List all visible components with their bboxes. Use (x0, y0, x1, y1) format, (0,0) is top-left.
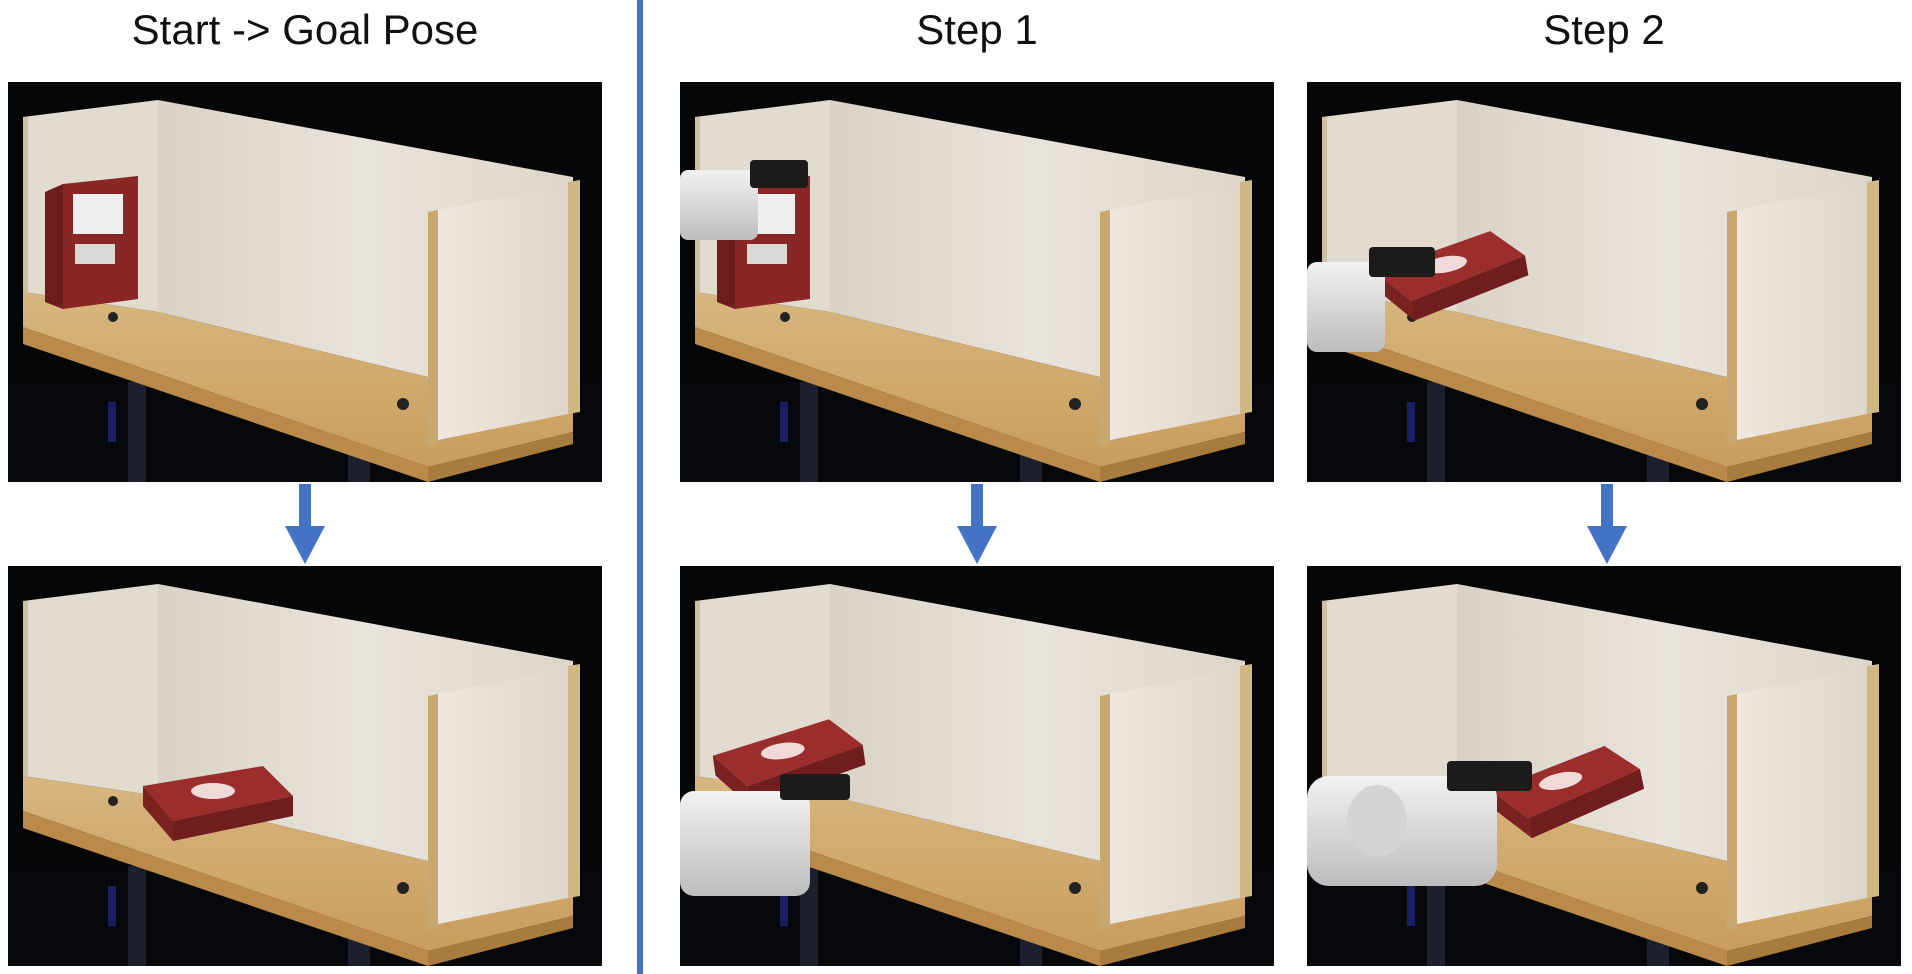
title-step-2: Step 2 (1543, 6, 1665, 53)
photo-start-pose (8, 82, 602, 482)
title-step-1: Step 1 (916, 6, 1038, 53)
robot-gripper-icon (1307, 761, 1532, 886)
robot-gripper-icon (1307, 247, 1435, 352)
column-divider (637, 0, 643, 974)
down-arrow-icon (1587, 484, 1627, 564)
down-arrow-icon (285, 484, 325, 564)
photo-step1-start (680, 82, 1274, 482)
photo-goal-pose (8, 566, 602, 966)
robot-gripper-icon (680, 774, 850, 896)
photo-step1-end (680, 566, 1274, 966)
down-arrow-icon (957, 484, 997, 564)
robot-gripper-icon (680, 160, 808, 240)
photo-step2-start (1307, 82, 1901, 482)
photo-step2-end (1307, 566, 1901, 966)
title-start-goal: Start -> Goal Pose (131, 6, 479, 53)
